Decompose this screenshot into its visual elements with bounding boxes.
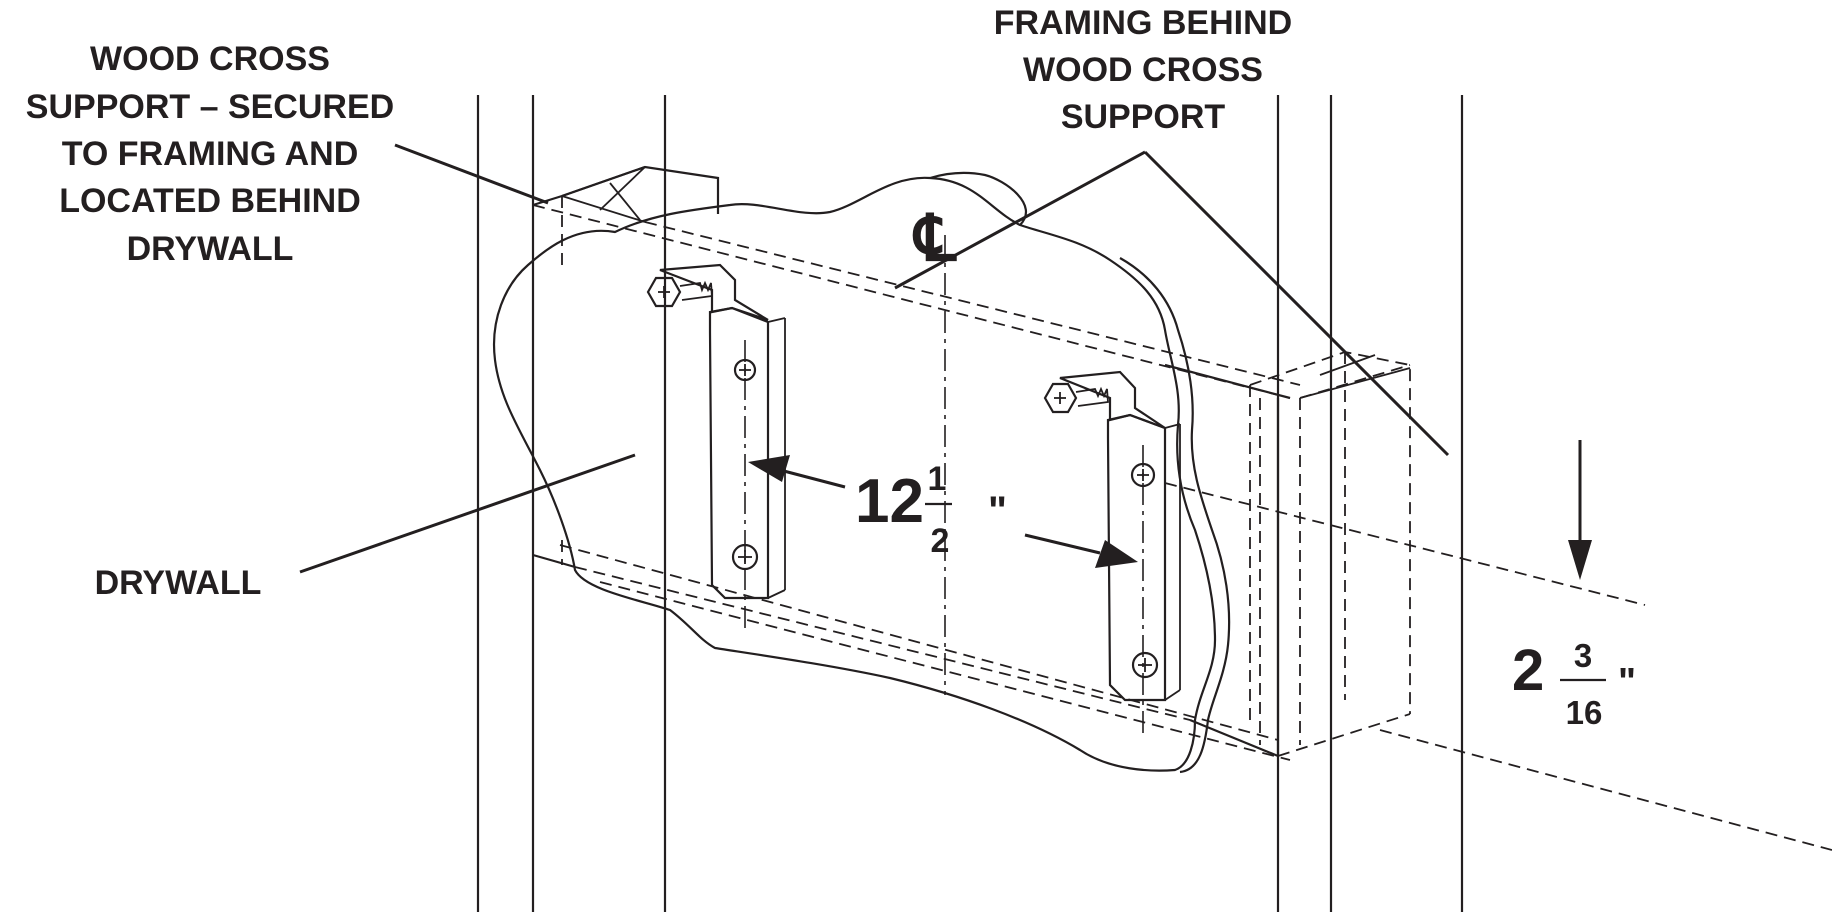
spacing-denominator: 2 (931, 522, 950, 560)
height-offset-dimension: 2 3 16 " (1512, 440, 1636, 731)
spacing-whole: 12 (855, 467, 924, 536)
centerline: ℄ (912, 202, 957, 695)
screw-icon (1131, 651, 1159, 679)
spacing-unit: " (988, 489, 1007, 533)
level-reference-lines (599, 482, 1832, 851)
right-mounting-bracket (1043, 370, 1181, 735)
wall-studs (476, 95, 1464, 912)
offset-unit: " (1618, 661, 1636, 703)
callout-leaders (299, 143, 1450, 574)
callout-wood-cross-support: WOOD CROSS SUPPORT – SECURED TO FRAMING … (26, 40, 394, 268)
left-mounting-bracket (646, 263, 786, 632)
callout-framing-behind: FRAMING BEHIND WOOD CROSS SUPPORT (994, 4, 1292, 136)
drywall-panel (493, 171, 1261, 774)
mounting-screw-icon (1043, 382, 1109, 414)
screw-icon (1130, 462, 1156, 488)
bracket-spacing-dimension: 12 1 2 " (748, 455, 1138, 568)
centerline-symbol: ℄ (912, 202, 957, 274)
wood-cross-support-line-3: TO FRAMING AND (62, 135, 359, 173)
mounting-screw-icon (646, 276, 713, 308)
wood-cross-support-line-2: SUPPORT – SECURED (26, 88, 394, 126)
offset-whole: 2 (1512, 638, 1544, 703)
wood-cross-support-line-1: WOOD CROSS (90, 40, 330, 78)
screw-icon (733, 358, 757, 382)
wood-cross-support (532, 165, 1411, 758)
framing-behind-line-1: FRAMING BEHIND (994, 4, 1292, 42)
framing-behind-line-3: SUPPORT (1061, 98, 1226, 136)
wood-cross-support-line-5: DRYWALL (127, 230, 294, 268)
spacing-numerator: 1 (928, 460, 947, 498)
drywall-label: DRYWALL (95, 564, 262, 602)
offset-denominator: 16 (1566, 694, 1603, 731)
framing-behind-line-2: WOOD CROSS (1023, 51, 1263, 89)
offset-numerator: 3 (1574, 637, 1592, 674)
wood-cross-support-line-4: LOCATED BEHIND (59, 182, 361, 220)
screw-icon (731, 543, 759, 571)
